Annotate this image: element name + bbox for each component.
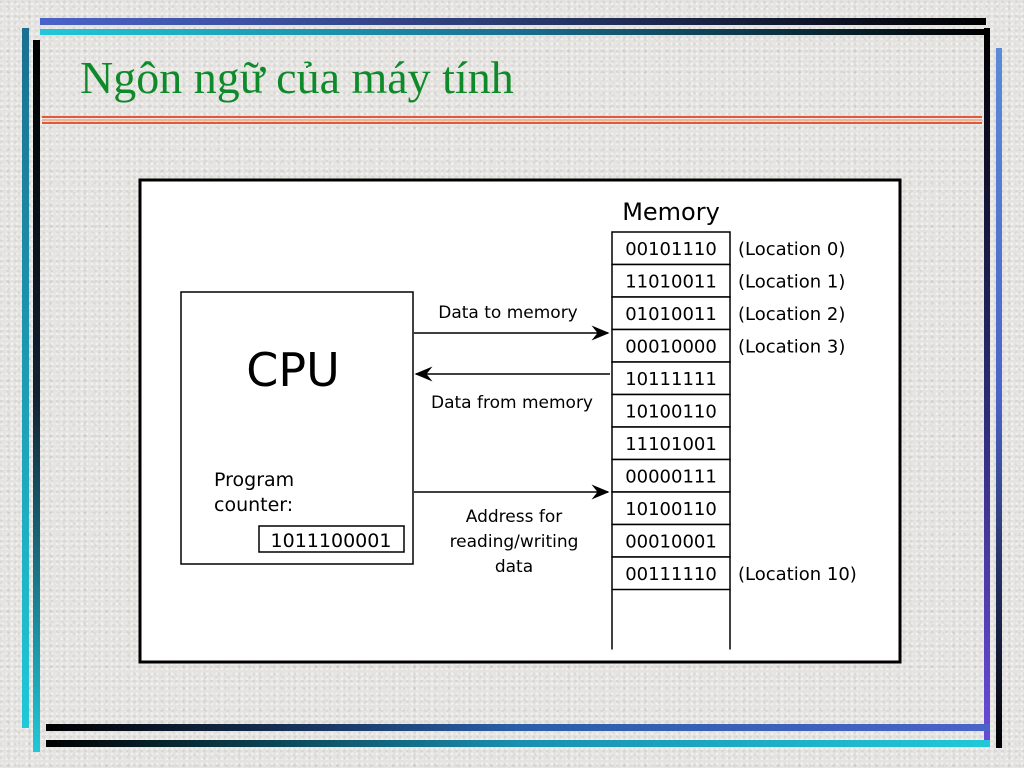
memory-cell (611, 523, 731, 558)
memory-location-label: (Location 3) (738, 337, 845, 358)
slide-title: Ngôn ngữ của máy tính (80, 52, 514, 103)
memory-location-label: (Location 0) (738, 239, 845, 260)
memory-cell-value: 10111111 (625, 369, 717, 390)
memory-title: Memory (622, 198, 720, 226)
arrow-data-to-memory-label: Data to memory (438, 303, 578, 323)
memory-cell-value: 01010011 (625, 304, 717, 325)
title-underline (42, 116, 982, 124)
decor-bar-left-2 (33, 40, 40, 752)
memory-cell (611, 296, 731, 331)
memory-cell (611, 458, 731, 493)
decor-bar-bottom-1 (46, 724, 990, 731)
program-counter-label: Program (214, 469, 294, 491)
address-label-2: reading/writing (450, 532, 579, 552)
address-label-1: Address for (466, 507, 562, 527)
program-counter-label-2: counter: (214, 494, 293, 516)
memory-cell (611, 426, 731, 461)
memory-cell-value: 00111110 (625, 564, 717, 585)
decor-bar-right-2 (996, 48, 1002, 748)
decor-bar-bottom-2 (46, 740, 990, 747)
decor-bar-left-1 (22, 28, 29, 728)
decor-bar-top-1 (40, 18, 986, 25)
memory-cell-value: 00101110 (625, 239, 717, 260)
memory-cell (611, 231, 731, 266)
program-counter-value: 1011100001 (271, 530, 392, 552)
program-counter-box (258, 525, 405, 553)
address-label-3: data (495, 557, 533, 577)
memory-column: 00101110 (Location 0) 11010011 (Location 1)… (611, 231, 857, 650)
memory-location-label: (Location 10) (738, 564, 857, 585)
memory-cell-value: 11010011 (625, 272, 717, 293)
decor-bar-right-1 (984, 28, 990, 740)
memory-cell-value: 00010001 (625, 532, 717, 553)
memory-cell (611, 263, 731, 298)
cpu-memory-diagram: CPU Program counter: 1011100001 Data to … (138, 178, 902, 664)
memory-cell-value: 11101001 (625, 434, 717, 455)
memory-location-label: (Location 1) (738, 272, 845, 293)
memory-cell-value: 00000111 (625, 467, 717, 488)
memory-cell-value: 00010000 (625, 337, 717, 358)
memory-cell-value: 10100110 (625, 402, 717, 423)
cpu-label: CPU (246, 343, 340, 397)
memory-cell (611, 393, 731, 428)
decor-bar-top-2 (40, 29, 986, 35)
memory-cell (611, 491, 731, 526)
memory-cell (611, 556, 731, 591)
memory-cell-value: 10100110 (625, 499, 717, 520)
cpu-box (180, 291, 414, 565)
arrow-data-from-memory-label: Data from memory (431, 393, 593, 413)
memory-location-label: (Location 2) (738, 304, 845, 325)
